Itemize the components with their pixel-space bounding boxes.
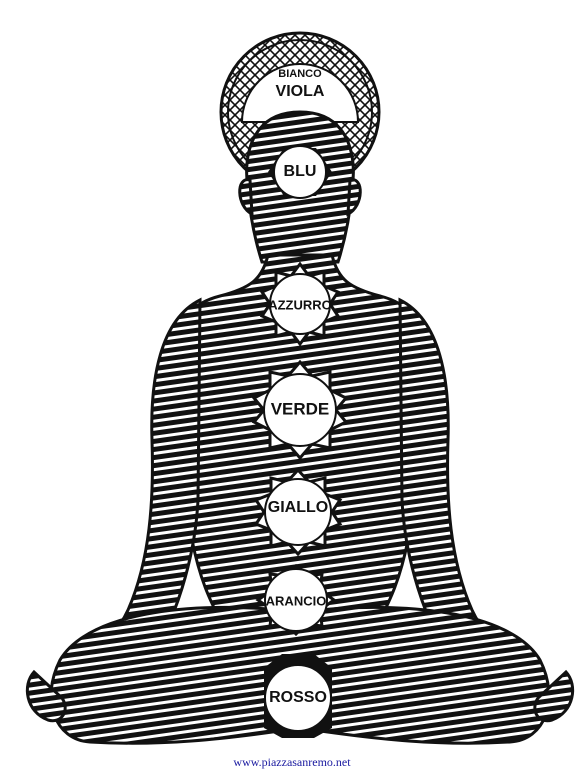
label-viola: VIOLA xyxy=(276,83,325,100)
label-giallo: GIALLO xyxy=(268,499,328,516)
label-rosso: ROSSO xyxy=(269,689,327,706)
chakra-third-eye xyxy=(268,145,332,199)
chakra-throat xyxy=(259,261,341,347)
site-credit: www.piazzasanremo.net xyxy=(233,755,351,769)
chakra-root xyxy=(264,654,332,738)
label-azzurro: AZZURRO xyxy=(268,297,332,312)
label-arancio: ARANCIO xyxy=(266,593,327,608)
label-verde: VERDE xyxy=(271,399,330,418)
label-bianco: BIANCO xyxy=(278,68,322,80)
chakra-heart xyxy=(251,359,349,461)
chakra-sacral xyxy=(255,563,337,637)
chakra-solar-plexus xyxy=(253,467,343,557)
label-blu: BLU xyxy=(284,163,317,180)
